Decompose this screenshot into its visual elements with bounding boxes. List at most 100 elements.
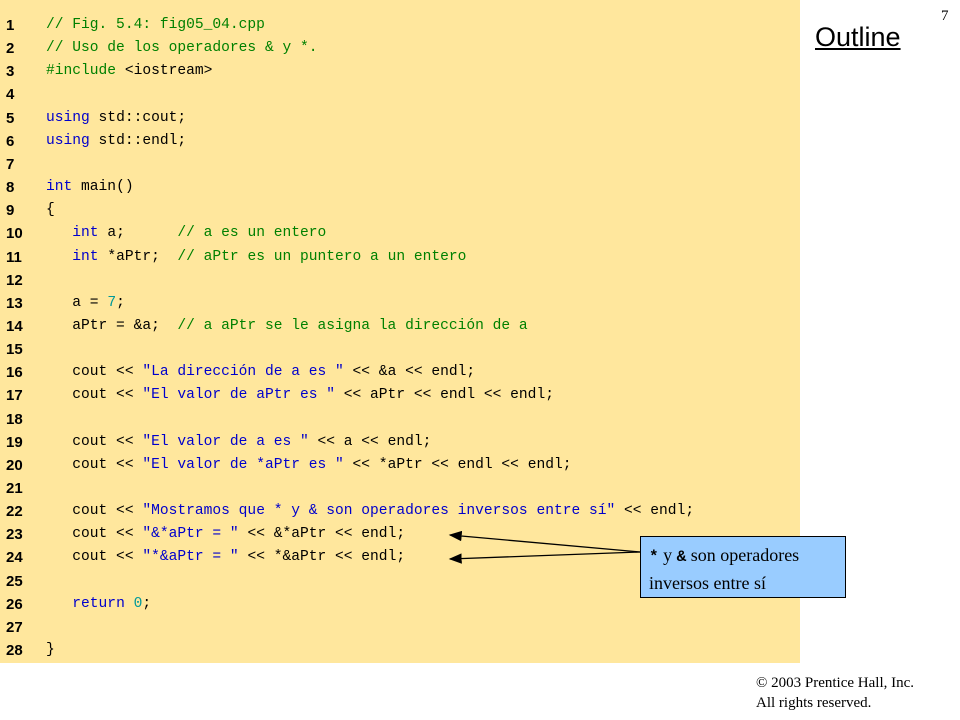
code-line: 26 return 0; xyxy=(0,593,800,616)
line-number: 13 xyxy=(6,294,23,312)
code-token: // Fig. 5.4: fig05_04.cpp xyxy=(46,17,265,33)
line-number: 16 xyxy=(6,364,23,382)
code-text: using std::cout; xyxy=(46,107,186,130)
code-text: cout << "&*aPtr = " << &*aPtr << endl; xyxy=(46,523,405,546)
code-token: cout << xyxy=(46,456,143,473)
line-number: 19 xyxy=(6,433,23,451)
code-token: main() xyxy=(72,179,134,196)
line-number: 4 xyxy=(6,86,15,104)
code-token: int xyxy=(72,248,99,265)
line-number: 25 xyxy=(6,572,23,590)
code-token: // aPtr es un puntero a un entero xyxy=(177,248,467,265)
callout-line-2: inversos entre sí xyxy=(649,573,766,593)
code-text: a = 7; xyxy=(46,292,125,315)
code-line: 24 cout << "*&aPtr = " << *&aPtr << endl… xyxy=(0,546,800,569)
copyright-line-2: All rights reserved. xyxy=(756,695,872,711)
copyright: © 2003 Prentice Hall, Inc. All rights re… xyxy=(756,673,914,713)
code-text: cout << "*&aPtr = " << *&aPtr << endl; xyxy=(46,546,405,569)
code-token: using xyxy=(46,132,90,149)
code-line: 14 aPtr = &a; // a aPtr se le asigna la … xyxy=(0,315,800,338)
code-token: cout << xyxy=(46,503,143,520)
code-line: 28} xyxy=(0,639,800,662)
code-token: cout << xyxy=(46,549,143,566)
line-number: 17 xyxy=(6,387,23,405)
line-number: 18 xyxy=(6,410,23,428)
code-text: cout << "El valor de aPtr es " << aPtr <… xyxy=(46,384,554,407)
code-token: ; xyxy=(142,595,152,612)
code-token: int xyxy=(72,225,99,242)
code-token: << endl; xyxy=(615,503,695,520)
code-line: 21 xyxy=(0,477,800,500)
code-text: cout << "El valor de a es " << a << endl… xyxy=(46,431,431,454)
code-token: "Mostramos que * y & son operadores inve… xyxy=(142,503,616,520)
code-text: aPtr = &a; // a aPtr se le asigna la dir… xyxy=(46,315,528,338)
code-token: "El valor de *aPtr es " xyxy=(142,456,344,473)
code-token: << &a << endl; xyxy=(343,364,476,381)
code-token: << &*aPtr << endl; xyxy=(238,526,406,543)
code-text: cout << "Mostramos que * y & son operado… xyxy=(46,500,694,523)
code-line: 6 using std::endl; xyxy=(0,130,800,153)
code-text: { xyxy=(46,199,55,222)
code-token: a; xyxy=(98,225,178,242)
line-number: 12 xyxy=(6,271,23,289)
code-line: 3#include <iostream> xyxy=(0,60,800,83)
outline-link[interactable]: Outline xyxy=(815,22,901,52)
code-listing: 1 // Fig. 5.4: fig05_04.cpp 2 // Uso de los… xyxy=(0,0,800,663)
code-text: cout << "El valor de *aPtr es " << *aPtr… xyxy=(46,454,571,477)
code-line: 7 xyxy=(0,153,800,176)
code-token xyxy=(125,596,134,612)
line-number: 7 xyxy=(6,155,15,173)
code-line: 27 xyxy=(0,616,800,639)
code-text: } xyxy=(46,639,55,662)
code-token xyxy=(46,225,72,241)
code-token: <iostream> xyxy=(124,63,213,80)
line-number: 8 xyxy=(6,179,15,197)
line-number: 27 xyxy=(6,618,23,636)
code-token: // a aPtr se le asigna la dirección de a xyxy=(177,317,528,334)
code-token: aPtr = &a; xyxy=(46,317,178,334)
code-token: << *aPtr << endl << endl; xyxy=(343,456,572,473)
line-number: 2 xyxy=(6,40,15,58)
code-line: 4 xyxy=(0,83,800,106)
code-token: ; xyxy=(116,294,125,311)
code-text: cout << "La dirección de a es " << &a <<… xyxy=(46,361,475,384)
line-number: 10 xyxy=(6,225,23,243)
line-number: 22 xyxy=(6,503,23,521)
line-number: 1 xyxy=(6,17,15,34)
code-line: 9{ xyxy=(0,199,800,222)
callout-text-y: y xyxy=(658,545,677,565)
callout-op-amp: & xyxy=(676,548,687,566)
code-line: 20 cout << "El valor de *aPtr es " << *a… xyxy=(0,454,800,477)
line-number: 23 xyxy=(6,526,23,544)
code-token: // a es un entero xyxy=(177,225,327,242)
code-token: std::endl; xyxy=(89,132,187,149)
code-line: 19 cout << "El valor de a es " << a << e… xyxy=(0,431,800,454)
code-line: 13 a = 7; xyxy=(0,292,800,315)
code-line: 15 xyxy=(0,338,800,361)
code-token: 0 xyxy=(133,595,143,612)
code-token: // Uso de los operadores & y *. xyxy=(46,40,318,57)
line-number: 24 xyxy=(6,549,23,567)
code-text: using std::endl; xyxy=(46,130,186,153)
code-token: *aPtr; xyxy=(98,248,178,265)
line-number: 20 xyxy=(6,456,23,474)
code-token xyxy=(46,596,72,612)
code-token: return xyxy=(72,595,125,612)
code-text: return 0; xyxy=(46,593,151,616)
line-number: 6 xyxy=(6,132,15,150)
code-token: using xyxy=(46,109,90,126)
code-token: { xyxy=(46,202,55,219)
copyright-line-1: © 2003 Prentice Hall, Inc. xyxy=(756,675,915,691)
code-token: 7 xyxy=(107,294,117,311)
callout-line-1: * y & son operadores xyxy=(649,542,837,570)
code-token: "El valor de aPtr es " xyxy=(142,387,336,404)
line-number: 26 xyxy=(6,595,23,613)
code-token: } xyxy=(46,642,55,659)
code-text: #include <iostream> xyxy=(46,60,212,83)
code-text: int a; // a es un entero xyxy=(46,222,326,245)
code-line: 25 xyxy=(0,570,800,593)
code-line: 23 cout << "&*aPtr = " << &*aPtr << endl… xyxy=(0,523,800,546)
line-number: 15 xyxy=(6,341,23,359)
code-token: cout << xyxy=(46,526,143,543)
